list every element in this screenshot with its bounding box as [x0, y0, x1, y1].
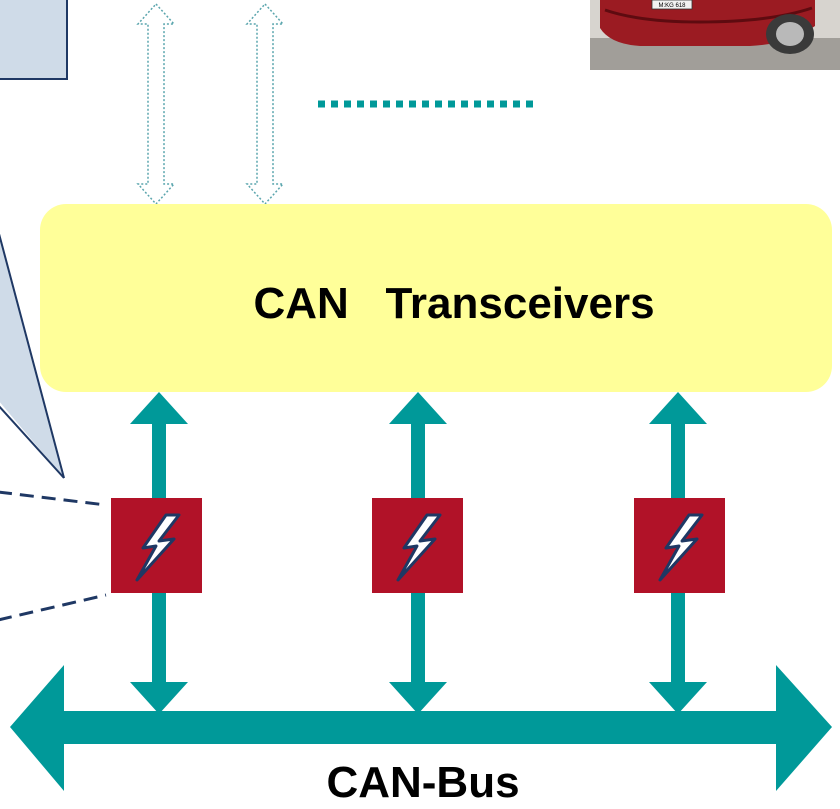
dashed-leader-top [0, 490, 107, 507]
bus-label: CAN-Bus [326, 758, 519, 807]
can-bus-arrow [10, 665, 832, 791]
callout-box [0, 0, 68, 80]
dotted-arrow-right [245, 2, 285, 206]
transceiver-label: CAN Transceivers [253, 279, 654, 328]
protector-left [111, 498, 202, 593]
lightning-bolt-icon [396, 513, 442, 582]
car-photo: M:KG 618 [590, 0, 840, 70]
callout-pointer-edge-lower [0, 405, 65, 479]
lightning-bolt-icon [135, 513, 181, 582]
protector-middle [372, 498, 463, 593]
license-plate: M:KG 618 [658, 3, 686, 9]
transceiver-block [40, 204, 832, 392]
dotted-arrow-left [136, 2, 176, 206]
callout-pointer-edge [0, 233, 65, 479]
protector-right [634, 498, 725, 593]
dashed-leader-bottom [0, 593, 107, 622]
lightning-bolt-icon [658, 513, 704, 582]
